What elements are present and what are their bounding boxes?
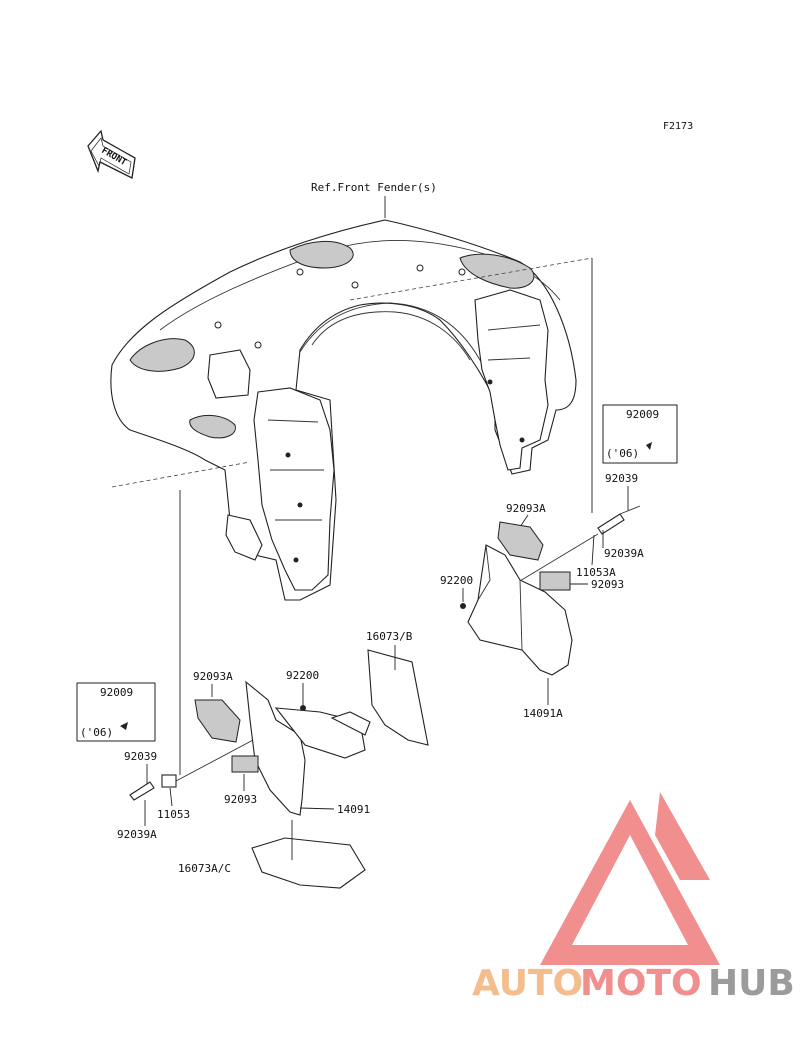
screw-92009-left-icon [120, 722, 128, 730]
right-mud-guard-assembly: 92009 ('06) 92039 92093A 92039A 11053A 9… [440, 404, 678, 720]
left-detail-box [76, 682, 156, 742]
left-box-part-92009: 92009 [100, 686, 133, 699]
left-spacer-92093A [194, 699, 241, 743]
right-spacer-92093A [497, 521, 544, 561]
left-spacer-92093 [231, 755, 259, 773]
left-label-92039A: 92039A [117, 828, 157, 841]
right-box-part-92009: 92009 [626, 408, 659, 421]
right-label-92200: 92200 [440, 574, 473, 587]
front-fender-illustration [110, 219, 577, 601]
right-label-11053A: 11053A [576, 566, 616, 579]
right-label-92039A: 92039A [604, 547, 644, 560]
heat-shield-16073B [367, 649, 429, 746]
automotohub-watermark: AUTO MOTO HUB [472, 792, 795, 1004]
left-label-14091: 14091 [337, 803, 370, 816]
watermark-auto: AUTO [472, 963, 583, 1004]
right-label-92039: 92039 [605, 472, 638, 485]
watermark-logo-triangle [540, 800, 720, 965]
right-label-92093A: 92093A [506, 502, 546, 515]
right-mud-guard-14091A [467, 544, 573, 676]
watermark-moto: MOTO [580, 963, 702, 1004]
label-16073B: 16073/B [366, 630, 413, 643]
lower-plate-16073AC [251, 837, 366, 889]
right-nut-92200-icon [460, 603, 466, 609]
screw-92039-right-icon [597, 513, 625, 535]
left-label-92093: 92093 [224, 793, 257, 806]
screw-92039-left-icon [129, 781, 155, 801]
alignment-line-right-top [349, 257, 593, 301]
left-label-92093A: 92093A [193, 670, 233, 683]
right-label-92093: 92093 [591, 578, 624, 591]
label-16073AC: 16073A/C [178, 862, 231, 875]
left-label-92200: 92200 [286, 669, 319, 682]
left-nut-92200-icon [300, 705, 306, 711]
right-spacer-92093 [539, 571, 571, 591]
right-box-year: ('06) [606, 447, 639, 460]
watermark-hub: HUB [708, 963, 795, 1004]
left-mud-guard-14091 [245, 680, 306, 816]
alignment-line-left-top [111, 461, 251, 488]
reference-front-fender-label: Ref.Front Fender(s) [311, 181, 437, 194]
screw-92009-right-icon [646, 442, 652, 450]
left-box-year: ('06) [80, 726, 113, 739]
left-label-11053: 11053 [157, 808, 190, 821]
left-label-92039: 92039 [124, 750, 157, 763]
left-grommet-11053 [161, 774, 177, 788]
left-mud-guard-assembly: 92009 ('06) 92039 92039A 11053 92093A 92… [76, 630, 429, 889]
figure-code: F2173 [663, 121, 693, 132]
front-direction-arrow: FRONT [87, 129, 136, 179]
right-detail-box [602, 404, 678, 464]
right-label-14091A: 14091A [523, 707, 563, 720]
